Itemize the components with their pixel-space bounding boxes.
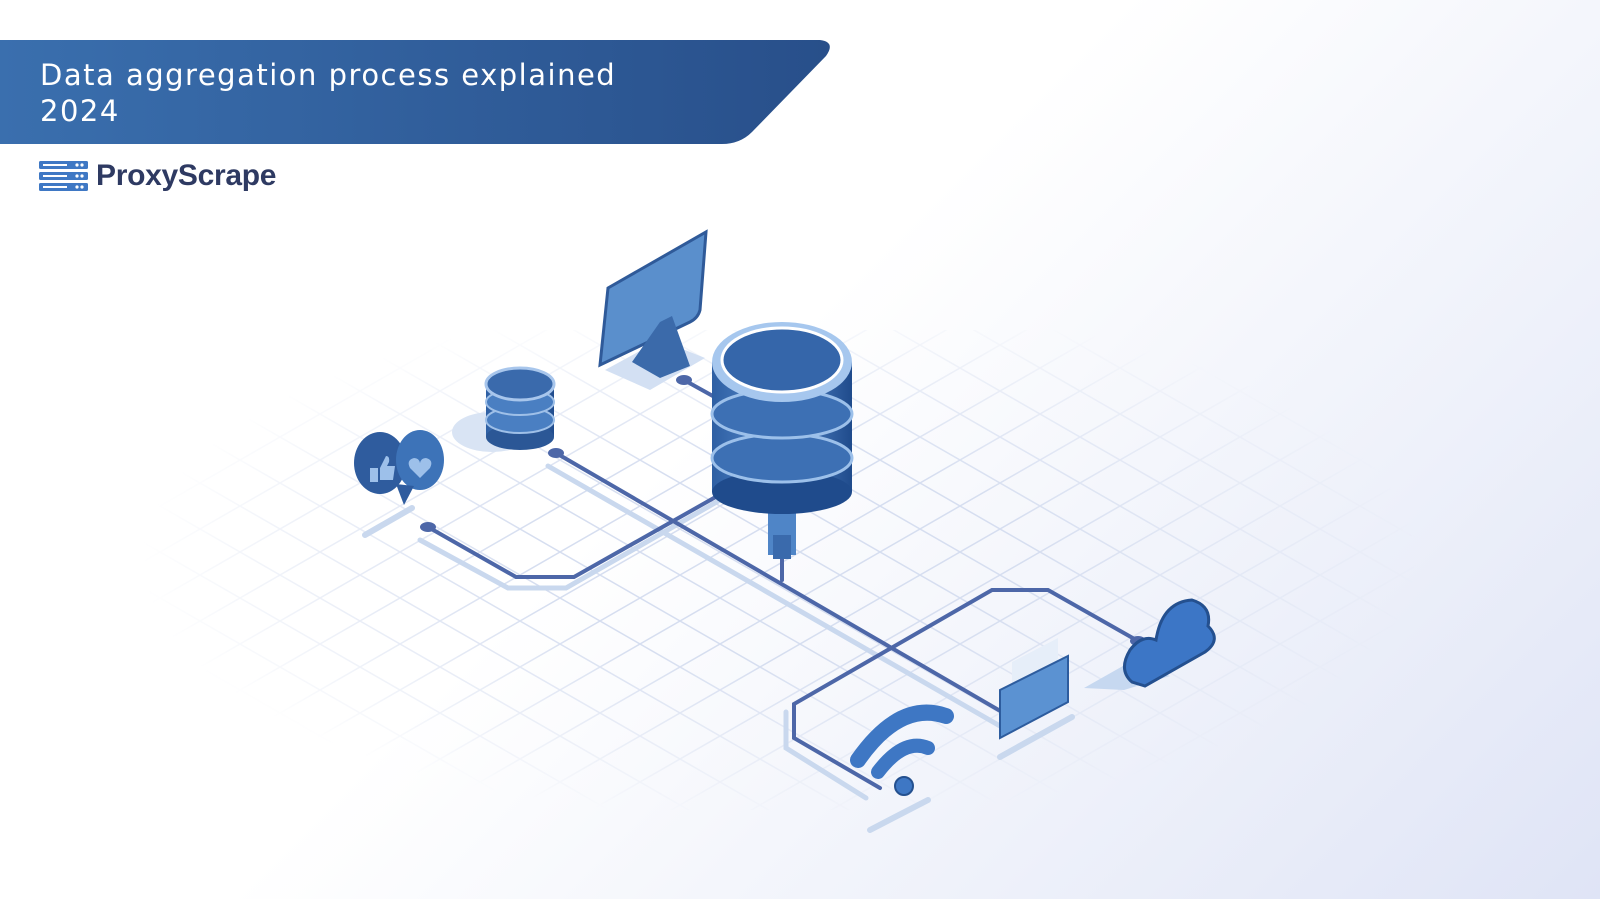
central-database-icon [710,322,854,559]
wifi-icon [850,704,954,833]
isometric-grid [140,330,1440,810]
connection-pipes [426,378,1140,790]
server-stack-icon [39,161,88,191]
social-like-heart-icon [354,430,444,538]
title-line-1: Data aggregation process explained [40,58,617,92]
folder-icon [997,638,1075,760]
cloud-icon [1084,598,1216,690]
title-banner: Data aggregation process explained 2024 [0,40,846,144]
small-database-icon [452,366,556,452]
monitor-icon [598,229,708,390]
title-line-2: 2024 [40,94,120,128]
page-title: Data aggregation process explained 2024 [40,57,616,129]
brand-name: ProxyScrape [96,159,277,192]
brand-logo[interactable]: ProxyScrape [39,159,276,193]
banner-shape [0,40,830,144]
